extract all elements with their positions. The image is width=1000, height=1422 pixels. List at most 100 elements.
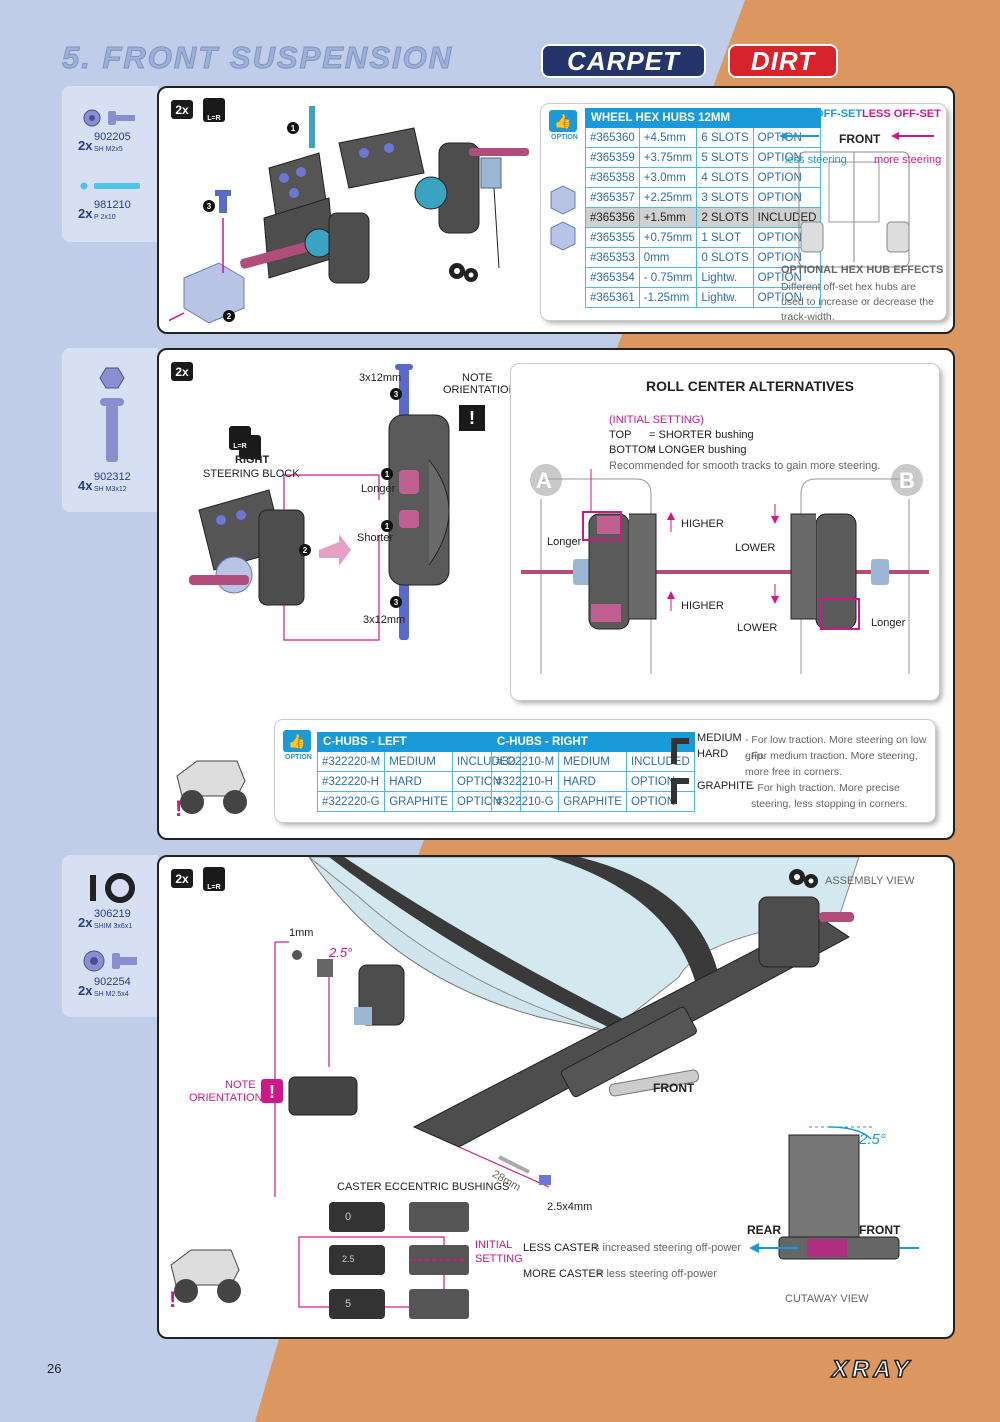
option-label: OPTION <box>551 134 578 141</box>
hub-assembly-illustration <box>169 106 529 324</box>
table-cell: +3.75mm <box>638 147 698 168</box>
thumbs-up-icon: 👍 <box>283 730 311 752</box>
table-cell: 2 SLOTS <box>696 207 754 228</box>
assembly-view-label: ASSEMBLY VIEW <box>825 875 915 887</box>
screw-size-top: 3x12mm <box>359 372 402 384</box>
table-cell: HARD <box>558 771 627 792</box>
xray-logo: XRAY <box>831 1355 913 1384</box>
table-cell: -1.25mm <box>638 287 698 308</box>
step1-panel: 2x L=R 1 2 3 👍 OPTION WHEEL HEX HUBS 12M… <box>157 86 955 334</box>
table-cell: GRAPHITE <box>384 791 453 812</box>
note-label: NOTE <box>462 372 493 384</box>
more-caster-label: MORE CASTER <box>523 1268 604 1280</box>
caster-bushings-title: CASTER ECCENTRIC BUSHINGS <box>337 1181 510 1193</box>
cutaway-angle-label: 2.5° <box>859 1131 886 1148</box>
table-cell: +2.25mm <box>638 187 698 208</box>
less-offset-label: LESS OFF-SET <box>862 108 941 120</box>
c-hub-profile-icon <box>671 738 689 804</box>
page-number: 26 <box>47 1361 62 1376</box>
part-qty: 2x <box>78 206 93 221</box>
more-steering-label: more steering <box>874 154 942 166</box>
lower-label-1: LOWER <box>735 542 776 554</box>
callout-2: 2 <box>223 310 235 322</box>
shim-icon <box>90 873 135 903</box>
longer-label: Longer <box>361 483 396 495</box>
table-cell: 3 SLOTS <box>696 187 754 208</box>
screw-size-label: 2.5x4mm <box>547 1201 593 1213</box>
longer-a-label: Longer <box>547 536 582 548</box>
less-caster-desc: = increased steering off-power <box>593 1242 742 1254</box>
table-cell: OPTION <box>752 127 822 148</box>
table-cell: MEDIUM <box>558 751 627 772</box>
table-cell: OPTION <box>752 267 822 288</box>
svg-text:!: ! <box>469 408 475 428</box>
table-cell: +4.5mm <box>638 127 698 148</box>
dirt-badge: DIRT <box>728 44 838 78</box>
table-cell: HARD <box>384 771 453 792</box>
thumbs-up-icon: 👍 <box>549 110 577 132</box>
chassis-assembly-illustration: ! ! <box>169 857 919 1319</box>
orientation-label: ORIENTATION <box>189 1092 263 1104</box>
step2-panel: 2x ! L=R 3x12mm 3x12mm NOTE ORIENTATION … <box>157 348 955 840</box>
less-caster-label: LESS CASTER <box>523 1242 599 1254</box>
cutaway-view-label: CUTAWAY VIEW <box>785 1293 869 1305</box>
offset-diagram <box>779 132 934 268</box>
roll-center-diagram <box>521 464 929 674</box>
svg-text:!: ! <box>175 796 182 821</box>
carpet-badge: CARPET <box>541 44 706 78</box>
top-label: TOP <box>609 429 632 441</box>
angle-label: 2.5° <box>329 945 353 960</box>
callout-1: 1 <box>381 520 393 532</box>
option-b-label: B <box>899 468 915 493</box>
bushing-mark-0: 0 <box>345 1211 352 1223</box>
table-cell: +3.0mm <box>638 167 698 188</box>
lr-badge: L=R <box>229 426 251 450</box>
recommended-text: Recommended for smooth tracks to gain mo… <box>609 460 881 472</box>
note-label: NOTE <box>225 1079 256 1091</box>
shim-thickness-label: 1mm <box>289 927 314 939</box>
material-description: - For low traction. More steering on low… <box>745 734 927 762</box>
screw-icon <box>83 950 137 972</box>
svg-text:!: ! <box>269 1082 275 1102</box>
longer-b-label: Longer <box>871 617 906 629</box>
callout-3: 3 <box>390 596 402 608</box>
table-cell: Lightw. <box>696 287 754 308</box>
part-qty: 2x <box>78 983 93 998</box>
hex-hub-icon <box>550 185 576 251</box>
steering-block-label: STEERING BLOCK <box>203 468 300 480</box>
part-qty: 2x <box>78 138 93 153</box>
table-cell: #365354 <box>585 267 640 288</box>
callout-3: 3 <box>203 200 215 212</box>
table-cell: #322220-H <box>316 771 386 792</box>
initial-setting-label: (INITIAL SETTING) <box>609 414 704 426</box>
table-cell: +1.5mm <box>638 207 698 228</box>
screw-icon <box>83 109 135 127</box>
higher-label-2: HIGHER <box>681 600 724 612</box>
front-label: FRONT <box>653 1081 695 1095</box>
table-cell: OPTION <box>752 187 822 208</box>
bottom-value: = LONGER bushing <box>649 444 747 456</box>
c-hubs-left-header: C-HUBS - LEFT <box>317 732 521 752</box>
table-cell: GRAPHITE <box>558 791 627 812</box>
more-caster-desc: = less steering off-power <box>597 1268 717 1280</box>
table-cell: #365357 <box>585 187 640 208</box>
table-cell: 5 SLOTS <box>696 147 754 168</box>
pin-icon <box>80 182 140 190</box>
step3-panel: 2x L=R ! <box>157 855 955 1339</box>
material-description: - For high traction. More precise steeri… <box>751 782 908 810</box>
hex-hub-options-box: 👍 OPTION WHEEL HEX HUBS 12MM #365360+4.5… <box>541 104 946 323</box>
part-qty: 2x <box>78 915 93 930</box>
front-label-cutaway: FRONT <box>859 1223 901 1237</box>
